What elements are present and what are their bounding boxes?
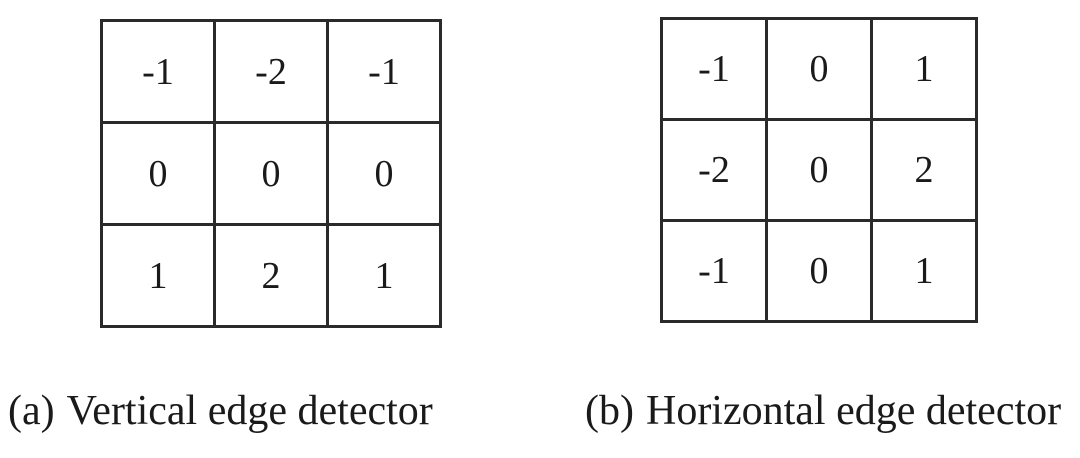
kernel-cell: 1 — [870, 17, 978, 121]
kernel-cell: 2 — [213, 223, 329, 328]
caption-horizontal-edge-detector: (b)Horizontal edge detector — [585, 388, 1061, 434]
kernel-row: -1 0 1 — [660, 219, 978, 323]
caption-tag: (a) — [8, 388, 55, 434]
caption-text: Vertical edge detector — [66, 388, 433, 434]
kernel-cell: 1 — [100, 223, 216, 328]
kernel-row: -1 -2 -1 — [100, 19, 442, 124]
kernel-row: 0 0 0 — [100, 121, 442, 226]
caption-text: Horizontal edge detector — [645, 388, 1062, 434]
kernel-cell: 0 — [213, 121, 329, 226]
kernel-row: -1 0 1 — [660, 17, 978, 121]
kernel-cell: 0 — [765, 17, 873, 121]
kernel-row: 1 2 1 — [100, 223, 442, 328]
kernel-cell: 0 — [326, 121, 442, 226]
kernel-cell: -1 — [660, 219, 768, 323]
kernel-cell: -1 — [660, 17, 768, 121]
kernel-cell: -1 — [100, 19, 216, 124]
kernel-cell: 0 — [765, 118, 873, 222]
kernel-cell: -2 — [660, 118, 768, 222]
kernel-cell: -1 — [326, 19, 442, 124]
kernel-cell: 1 — [870, 219, 978, 323]
kernel-row: -2 0 2 — [660, 118, 978, 222]
kernel-cell: 0 — [100, 121, 216, 226]
kernel-cell: -2 — [213, 19, 329, 124]
kernel-cell: 0 — [765, 219, 873, 323]
horizontal-edge-kernel-grid: -1 0 1 -2 0 2 -1 0 1 — [660, 17, 978, 323]
caption-vertical-edge-detector: (a)Vertical edge detector — [8, 388, 433, 434]
vertical-edge-kernel-grid: -1 -2 -1 0 0 0 1 2 1 — [100, 19, 442, 328]
kernel-cell: 2 — [870, 118, 978, 222]
kernel-cell: 1 — [326, 223, 442, 328]
caption-tag: (b) — [585, 388, 634, 434]
